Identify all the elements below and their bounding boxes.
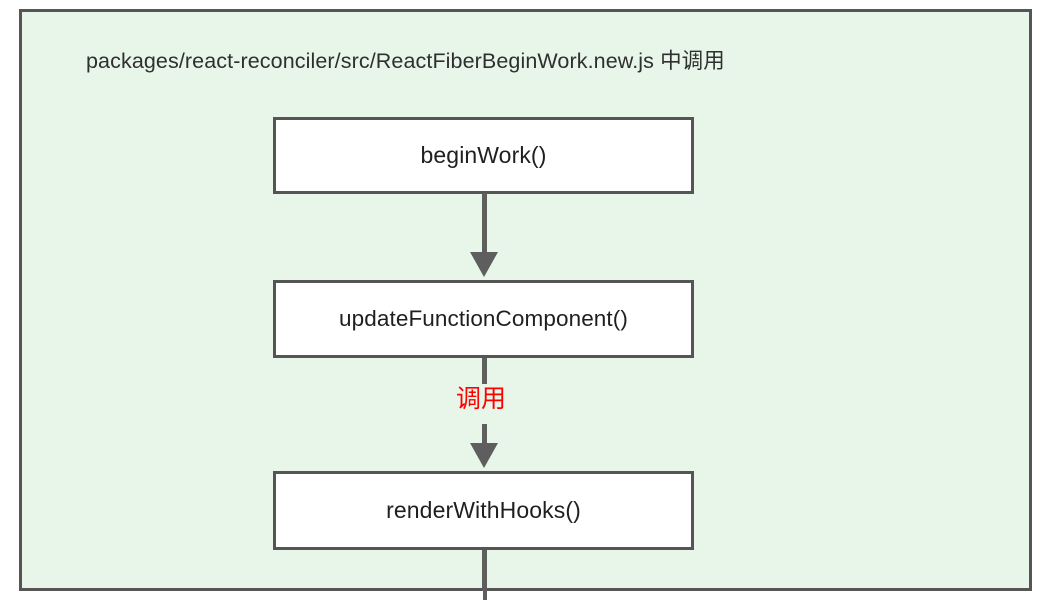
group-title: packages/react-reconciler/src/ReactFiber… — [86, 49, 725, 73]
node-begin-work-label: beginWork() — [420, 142, 547, 168]
node-begin-work[interactable]: beginWork() — [273, 117, 694, 194]
edge-update-function-component-to-render-with-hooks-lower — [482, 424, 487, 449]
node-update-function-component-label: updateFunctionComponent() — [339, 306, 628, 331]
edge-label-diaoyong: 调用 — [456, 385, 507, 413]
edge-render-with-hooks-outgoing — [482, 550, 487, 591]
node-update-function-component[interactable]: updateFunctionComponent() — [273, 280, 694, 358]
edge-render-with-hooks-outgoing-stub — [483, 591, 487, 600]
arrowhead-down-icon — [470, 252, 498, 277]
edge-begin-work-to-update-function-component — [482, 193, 487, 258]
edge-update-function-component-to-render-with-hooks-upper — [482, 358, 487, 384]
node-render-with-hooks-label: renderWithHooks() — [386, 497, 581, 523]
node-render-with-hooks[interactable]: renderWithHooks() — [273, 471, 694, 550]
arrowhead-down-icon — [470, 443, 498, 468]
